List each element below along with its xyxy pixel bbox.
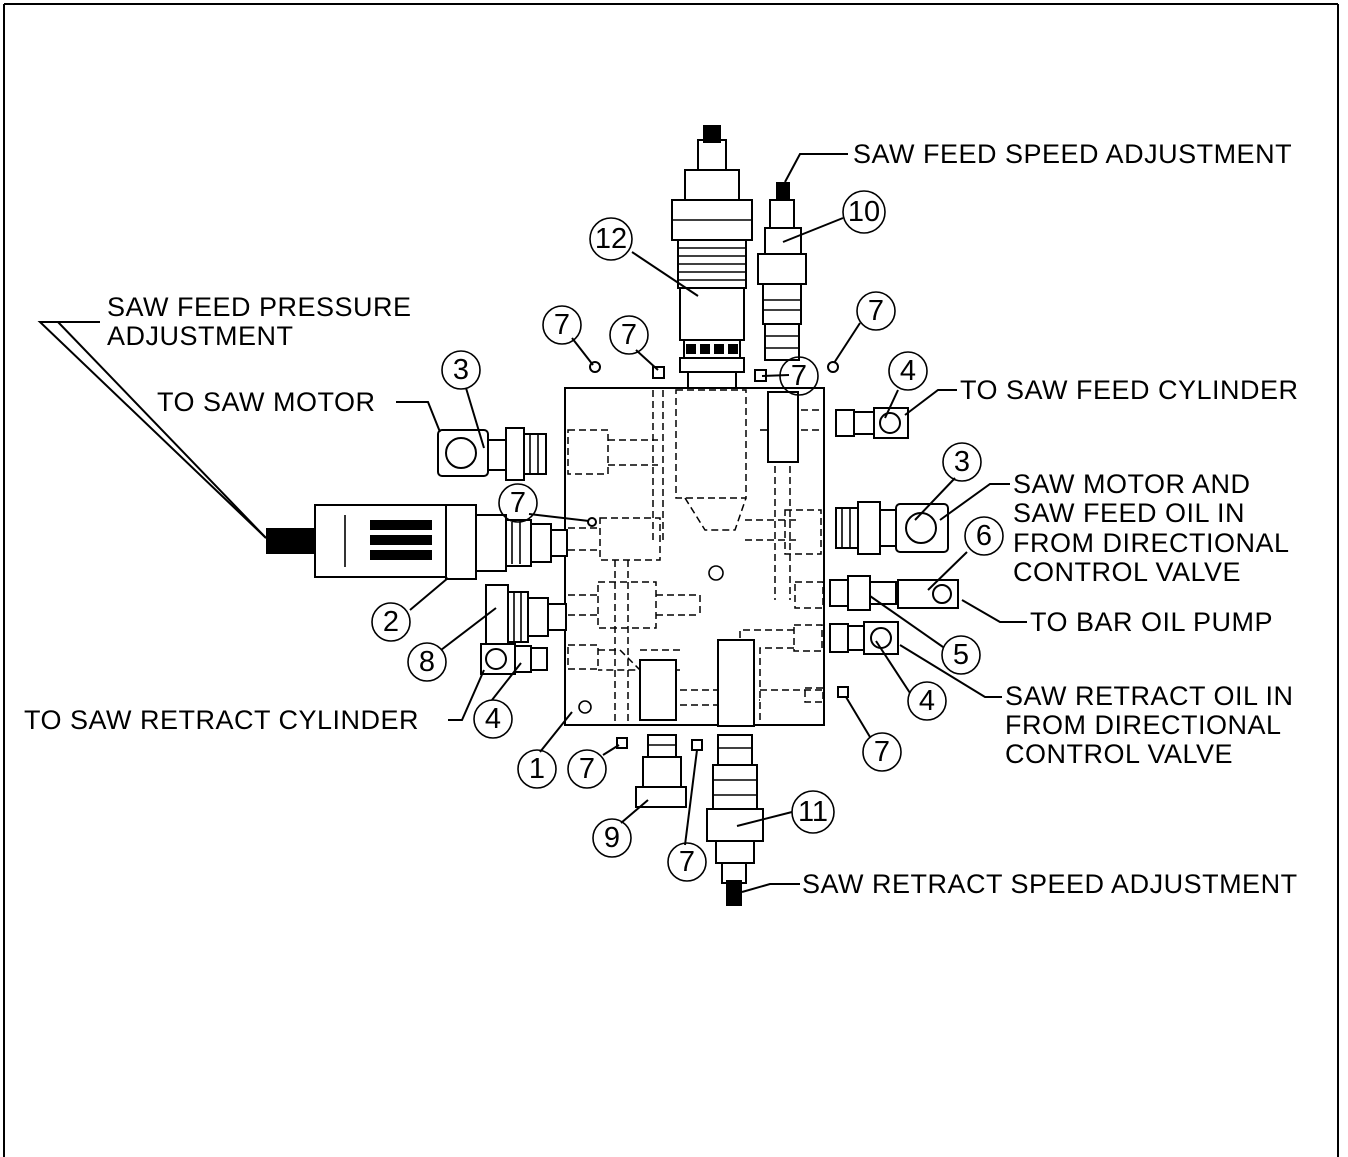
label-saw-retract-oil-3: CONTROL VALVE — [1005, 739, 1233, 769]
label-saw-retract-oil-1: SAW RETRACT OIL IN — [1005, 681, 1294, 711]
label-to-saw-feed-cylinder: TO SAW FEED CYLINDER — [960, 375, 1299, 405]
callout-3: 3 — [954, 446, 970, 478]
callout-7: 7 — [868, 295, 884, 327]
text-labels: SAW FEED SPEED ADJUSTMENT SAW FEED PRESS… — [24, 139, 1299, 899]
label-to-bar-oil-pump: TO BAR OIL PUMP — [1030, 607, 1273, 637]
callout-2: 2 — [383, 606, 399, 638]
label-to-saw-retract-cylinder: TO SAW RETRACT CYLINDER — [24, 705, 419, 735]
callout-12: 12 — [595, 223, 627, 255]
callout-4: 4 — [919, 685, 935, 717]
part-12-cartridge — [671, 125, 753, 389]
callout-7: 7 — [621, 319, 637, 351]
callout-8: 8 — [419, 646, 435, 678]
part-5-adapter — [829, 575, 897, 611]
drawing-frame — [3, 3, 1339, 1157]
label-saw-motor-oil-2: SAW FEED OIL IN — [1013, 498, 1245, 528]
label-saw-feed-pressure-adjustment: ADJUSTMENT — [107, 321, 294, 351]
callout-3: 3 — [453, 354, 469, 386]
label-saw-motor-oil-1: SAW MOTOR AND — [1013, 469, 1251, 499]
part-4-fitting-left — [480, 643, 548, 675]
callout-1: 1 — [529, 753, 545, 785]
label-saw-feed-speed: SAW FEED SPEED ADJUSTMENT — [853, 139, 1292, 169]
callout-6: 6 — [976, 520, 992, 552]
part-8-plug — [485, 584, 567, 648]
label-saw-retract-speed: SAW RETRACT SPEED ADJUSTMENT — [802, 869, 1298, 899]
part-11-needle-valve — [706, 639, 764, 906]
callout-9: 9 — [604, 822, 620, 854]
part-6-fitting — [897, 579, 959, 609]
callout-10: 10 — [848, 196, 880, 228]
callout-7: 7 — [554, 309, 570, 341]
label-to-saw-motor: TO SAW MOTOR — [157, 387, 376, 417]
callout-7: 7 — [874, 736, 890, 768]
callout-7: 7 — [679, 846, 695, 878]
callout-11: 11 — [798, 796, 828, 828]
callout-4: 4 — [485, 703, 501, 735]
part-10-needle-valve — [757, 182, 807, 463]
part-9-plug — [635, 659, 687, 808]
label-saw-feed-pressure: SAW FEED PRESSURE — [107, 292, 412, 322]
callout-numbers: 12 10 7 7 7 3 7 4 7 3 6 2 8 5 4 4 1 7 7 … — [383, 196, 992, 878]
callout-7: 7 — [791, 360, 807, 392]
part-4-fitting-bottom-right — [829, 621, 899, 655]
part-4-fitting-top-right — [835, 407, 909, 439]
callout-7: 7 — [579, 753, 595, 785]
part-3-elbow-right — [835, 501, 949, 555]
part-2-pressure-cartridge — [266, 504, 568, 580]
callout-4: 4 — [900, 355, 916, 387]
label-saw-motor-oil-4: CONTROL VALVE — [1013, 557, 1241, 587]
callout-7: 7 — [510, 487, 526, 519]
label-saw-retract-oil-2: FROM DIRECTIONAL — [1005, 710, 1282, 740]
label-saw-motor-oil-3: FROM DIRECTIONAL — [1013, 528, 1290, 558]
callout-circles — [371, 190, 1004, 882]
callout-5: 5 — [953, 639, 969, 671]
part-3-elbow-left — [437, 427, 547, 481]
leader-lines — [37, 153, 1027, 893]
